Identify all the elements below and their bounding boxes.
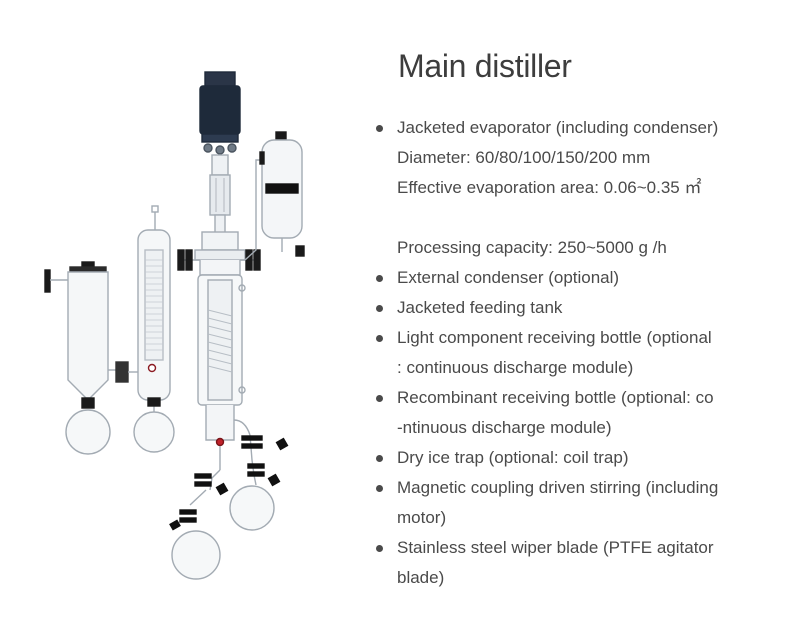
evaporator-head [177, 231, 261, 276]
spacer [376, 203, 766, 233]
list-item-text: External condenser (optional) [397, 268, 620, 287]
list-item-text: Jacketed evaporator (including condenser… [397, 118, 719, 137]
list-item: Light component receiving bottle (option… [376, 323, 766, 353]
list-item-continuation: motor) [376, 503, 766, 533]
list-item-text: Jacketed feeding tank [397, 298, 563, 317]
list-item-text: : continuous discharge module) [397, 358, 634, 377]
list-item-text: -ntinuous discharge module) [397, 418, 612, 437]
list-item-text: blade) [397, 568, 445, 587]
bullet-icon [376, 485, 383, 492]
list-item-text: Recombinant receiving bottle (optional: … [397, 388, 714, 407]
list-item-text: Effective evaporation area: 0.06~0.35 ㎡ [397, 178, 702, 197]
list-item: Magnetic coupling driven stirring (inclu… [376, 473, 766, 503]
distiller-apparatus-illustration [44, 71, 305, 580]
bullet-icon [376, 545, 383, 552]
motor [199, 71, 241, 155]
list-item-text: Diameter: 60/80/100/150/200 mm [397, 148, 651, 167]
bullet-icon [376, 125, 383, 132]
list-item-text: Dry ice trap (optional: coil trap) [397, 448, 629, 467]
external-condenser [44, 261, 138, 455]
list-item-continuation: Processing capacity: 250~5000 g /h [376, 233, 766, 263]
recombinant-receiving-bottle [229, 434, 289, 531]
bullet-icon [376, 275, 383, 282]
stirring-shaft [209, 154, 231, 236]
list-item: Dry ice trap (optional: coil trap) [376, 443, 766, 473]
list-item: Stainless steel wiper blade (PTFE agitat… [376, 533, 766, 563]
list-item-continuation: blade) [376, 563, 766, 593]
bullet-icon [376, 395, 383, 402]
list-item-text: motor) [397, 508, 447, 527]
list-item-text: Light component receiving bottle (option… [397, 328, 712, 347]
spec-list: Jacketed evaporator (including condenser… [376, 113, 766, 593]
bullet-icon [376, 455, 383, 462]
list-item-text: Magnetic coupling driven stirring (inclu… [397, 478, 719, 497]
list-item-continuation: : continuous discharge module) [376, 353, 766, 383]
list-item-continuation: Diameter: 60/80/100/150/200 mm [376, 143, 766, 173]
list-item: Jacketed evaporator (including condenser… [376, 113, 766, 143]
list-item-continuation: -ntinuous discharge module) [376, 413, 766, 443]
list-item-text: Stainless steel wiper blade (PTFE agitat… [397, 538, 714, 557]
page-title: Main distiller [398, 48, 572, 84]
dry-ice-trap [244, 131, 305, 261]
bullet-icon [376, 335, 383, 342]
list-item: Jacketed feeding tank [376, 293, 766, 323]
list-item-text: Processing capacity: 250~5000 g /h [397, 238, 667, 257]
jacketed-feeding-tank [133, 205, 175, 453]
jacketed-evaporator [197, 274, 251, 470]
list-item: External condenser (optional) [376, 263, 766, 293]
bullet-icon [376, 305, 383, 312]
list-item: Recombinant receiving bottle (optional: … [376, 383, 766, 413]
light-component-receiving-bottle [169, 469, 229, 580]
list-item-continuation: Effective evaporation area: 0.06~0.35 ㎡ [376, 173, 766, 203]
